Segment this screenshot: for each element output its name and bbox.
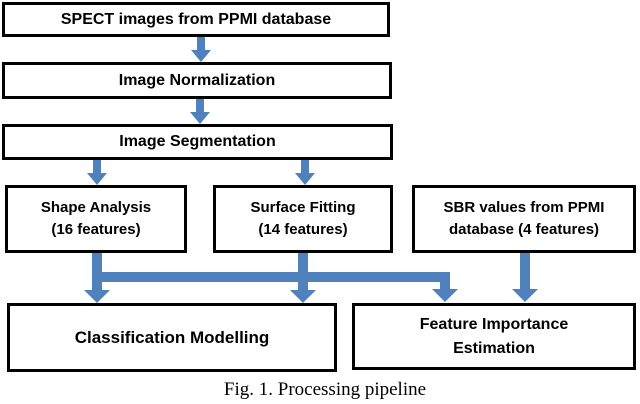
node-image-segmentation-label: Image Segmentation	[119, 133, 276, 150]
node-surface-fitting-line1: Surface Fitting	[250, 198, 356, 216]
connector-horizontal-bar	[92, 272, 450, 282]
node-sbr-values: SBR values from PPMI database (4 feature…	[412, 185, 636, 253]
node-image-segmentation: Image Segmentation	[2, 124, 393, 160]
arrow-spect-to-normalization-icon	[191, 37, 211, 62]
node-shape-analysis-line2: (16 features)	[51, 221, 141, 238]
arrow-segmentation-to-surface-icon	[295, 160, 315, 185]
node-surface-fitting: Surface Fitting (14 features)	[213, 185, 393, 253]
arrow-surface-to-classification-icon	[290, 253, 316, 303]
node-sbr-values-line2: database (4 features)	[448, 221, 600, 238]
arrow-bar-to-importance-icon	[432, 272, 458, 302]
node-shape-analysis-line1: Shape Analysis	[40, 198, 152, 216]
node-spect-images-label: SPECT images from PPMI database	[60, 10, 332, 28]
node-feature-importance-line2: Estimation	[453, 339, 535, 357]
node-image-normalization-label: Image Normalization	[118, 71, 276, 89]
node-feature-importance: Feature Importance Estimation	[352, 303, 636, 370]
node-sbr-values-line1: SBR values from PPMI	[443, 198, 605, 216]
arrow-normalization-to-segmentation-icon	[190, 99, 210, 124]
node-classification-modelling-label: Classification Modelling	[74, 327, 270, 347]
node-surface-fitting-line2: (14 features)	[258, 221, 348, 238]
figure-caption: Fig. 1. Processing pipeline	[223, 379, 427, 400]
node-shape-analysis: Shape Analysis (16 features)	[5, 185, 187, 253]
arrow-shape-to-classification-icon	[84, 253, 110, 303]
arrow-sbr-to-importance-icon	[512, 253, 538, 302]
node-feature-importance-line1: Feature Importance	[419, 315, 569, 333]
node-image-normalization: Image Normalization	[2, 62, 392, 99]
node-classification-modelling: Classification Modelling	[7, 303, 337, 372]
node-spect-images: SPECT images from PPMI database	[2, 2, 390, 37]
arrow-segmentation-to-shape-icon	[87, 160, 107, 185]
